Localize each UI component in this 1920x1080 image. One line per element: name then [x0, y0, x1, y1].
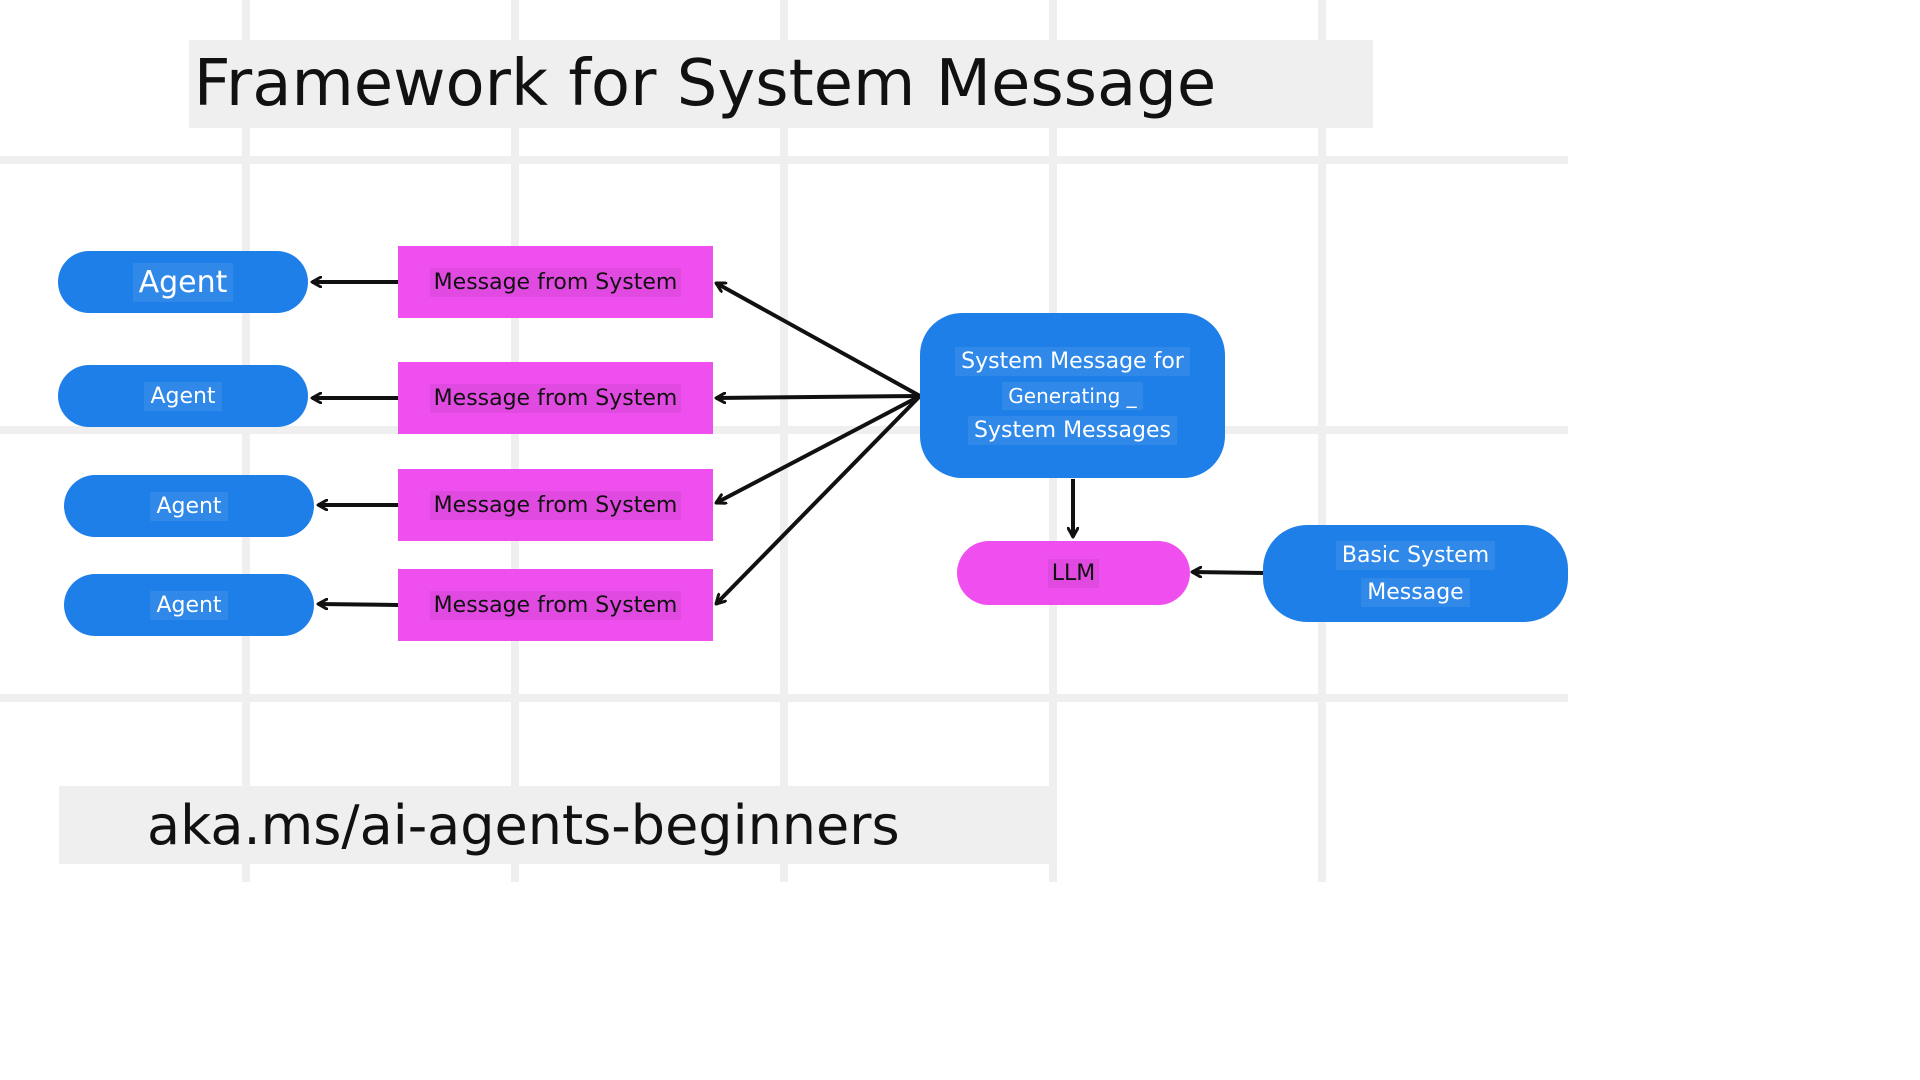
basic-label-line: Basic System [1335, 540, 1496, 570]
basic-system-message-node: Basic System Message [1263, 525, 1568, 622]
grid-line-horizontal [0, 156, 1568, 164]
generator-label-line: System Message for [955, 346, 1190, 376]
arrow-generator-to-message-3 [716, 394, 921, 505]
llm-label: LLM [1047, 558, 1100, 588]
system-message-generator-node: System Message for Generating _ System M… [920, 313, 1225, 478]
message-node-3: Message from System [398, 469, 713, 541]
agent-label: Agent [132, 262, 234, 302]
generator-label-line: Generating _ [1002, 381, 1143, 410]
connector-arrows [0, 0, 1265, 882]
agent-node-4: Agent [64, 574, 314, 636]
message-label: Message from System [429, 590, 682, 620]
llm-node: LLM [957, 541, 1190, 605]
arrow-generator-to-message-2 [716, 396, 921, 398]
agent-label: Agent [150, 491, 228, 521]
message-label: Message from System [429, 383, 682, 413]
grid-line-horizontal [0, 694, 1568, 702]
basic-label-line: Message [1361, 577, 1470, 607]
agent-node-1: Agent [58, 251, 308, 313]
agent-node-3: Agent [64, 475, 314, 537]
message-node-4: Message from System [398, 569, 713, 641]
arrow-generator-to-message-4 [716, 394, 922, 604]
agent-node-2: Agent [58, 365, 308, 427]
title-banner: Framework for System Message [189, 40, 1373, 128]
grid-line-vertical [1318, 0, 1326, 882]
arrow-basic-to-llm [1192, 572, 1265, 573]
grid-line-vertical [242, 0, 250, 882]
footer-link-text: aka.ms/ai-agents-beginners [147, 793, 900, 857]
agent-label: Agent [144, 381, 222, 411]
arrow-message-to-agent-4 [318, 604, 399, 605]
footer-banner: aka.ms/ai-agents-beginners [59, 786, 1050, 864]
grid-line-vertical [511, 0, 519, 882]
message-label: Message from System [429, 490, 682, 520]
grid-line-vertical [780, 0, 788, 882]
grid-line-horizontal [0, 426, 1568, 434]
message-node-2: Message from System [398, 362, 713, 434]
arrow-generator-to-message-1 [716, 281, 921, 398]
agent-label: Agent [150, 590, 228, 620]
message-node-1: Message from System [398, 246, 713, 318]
generator-label-line: System Messages [968, 415, 1177, 445]
page-title: Framework for System Message [193, 47, 1217, 121]
message-label: Message from System [429, 267, 682, 297]
